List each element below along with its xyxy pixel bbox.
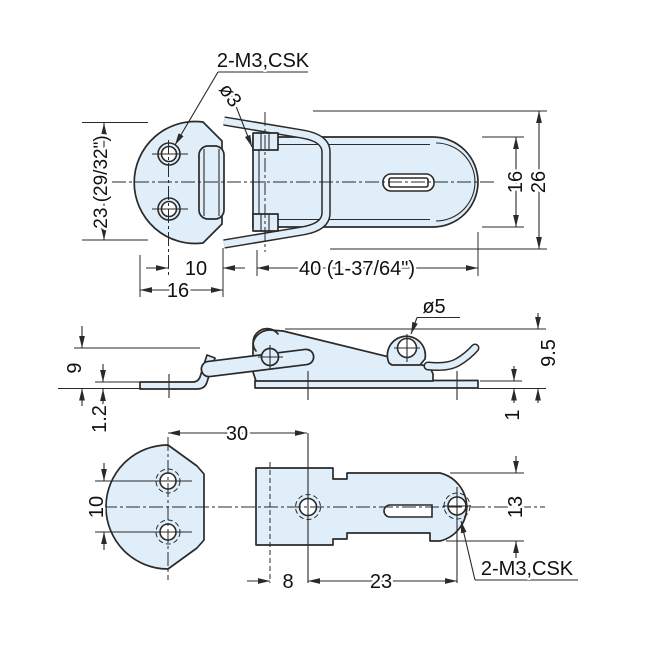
latch-lever-side-view bbox=[252, 329, 434, 382]
label-csk-bottom: 2-M3,CSK bbox=[481, 558, 574, 580]
leader-hole-dia bbox=[410, 317, 418, 335]
top-view: 2-M3,CSK ø3 23 (29/32") 16 26 10 16 40 (… bbox=[82, 48, 553, 305]
catch-plate-side-view bbox=[139, 354, 216, 390]
dim-hole-offset: 10 bbox=[185, 258, 207, 280]
dim-catch-thickness: 1.2 bbox=[89, 405, 111, 433]
leader-wire-dia bbox=[227, 85, 253, 148]
dim-body-length: 40 (1-37/64") bbox=[299, 258, 415, 280]
lever-curl-line bbox=[252, 327, 279, 352]
label-wire-dia: ø3 bbox=[214, 80, 245, 112]
dim-plate-height: 23 (29/32") bbox=[91, 135, 112, 228]
dim-hole-spacing: 30 bbox=[226, 423, 248, 445]
dim-base-thickness: 1 bbox=[502, 409, 524, 420]
dim-plate-width: 16 bbox=[167, 280, 189, 302]
lever-tail bbox=[425, 345, 478, 370]
leader-csk bbox=[174, 71, 219, 146]
bail-rod bbox=[202, 350, 313, 376]
dim-latch-height: 9.5 bbox=[538, 339, 560, 367]
dim-head-height: 13 bbox=[505, 496, 527, 518]
label-hole-dia: ø5 bbox=[422, 296, 445, 318]
dim-catch-hole-pitch: 10 bbox=[86, 496, 108, 518]
base-lip-slot bbox=[383, 504, 433, 518]
dim-catch-height: 9 bbox=[64, 362, 86, 373]
label-csk-top: 2-M3,CSK bbox=[217, 50, 310, 72]
dim-body-height: 16 bbox=[505, 171, 527, 193]
dim-edge-to-hole: 8 bbox=[282, 571, 293, 593]
leader-csk bbox=[460, 520, 476, 581]
dim-overall-height: 26 bbox=[528, 171, 550, 193]
dim-hole-pitch: 23 bbox=[370, 571, 392, 593]
side-view: ø5 9 1.2 9.5 1 bbox=[58, 294, 563, 435]
bottom-view: 30 10 13 8 23 2-M3,CSK bbox=[84, 421, 578, 596]
